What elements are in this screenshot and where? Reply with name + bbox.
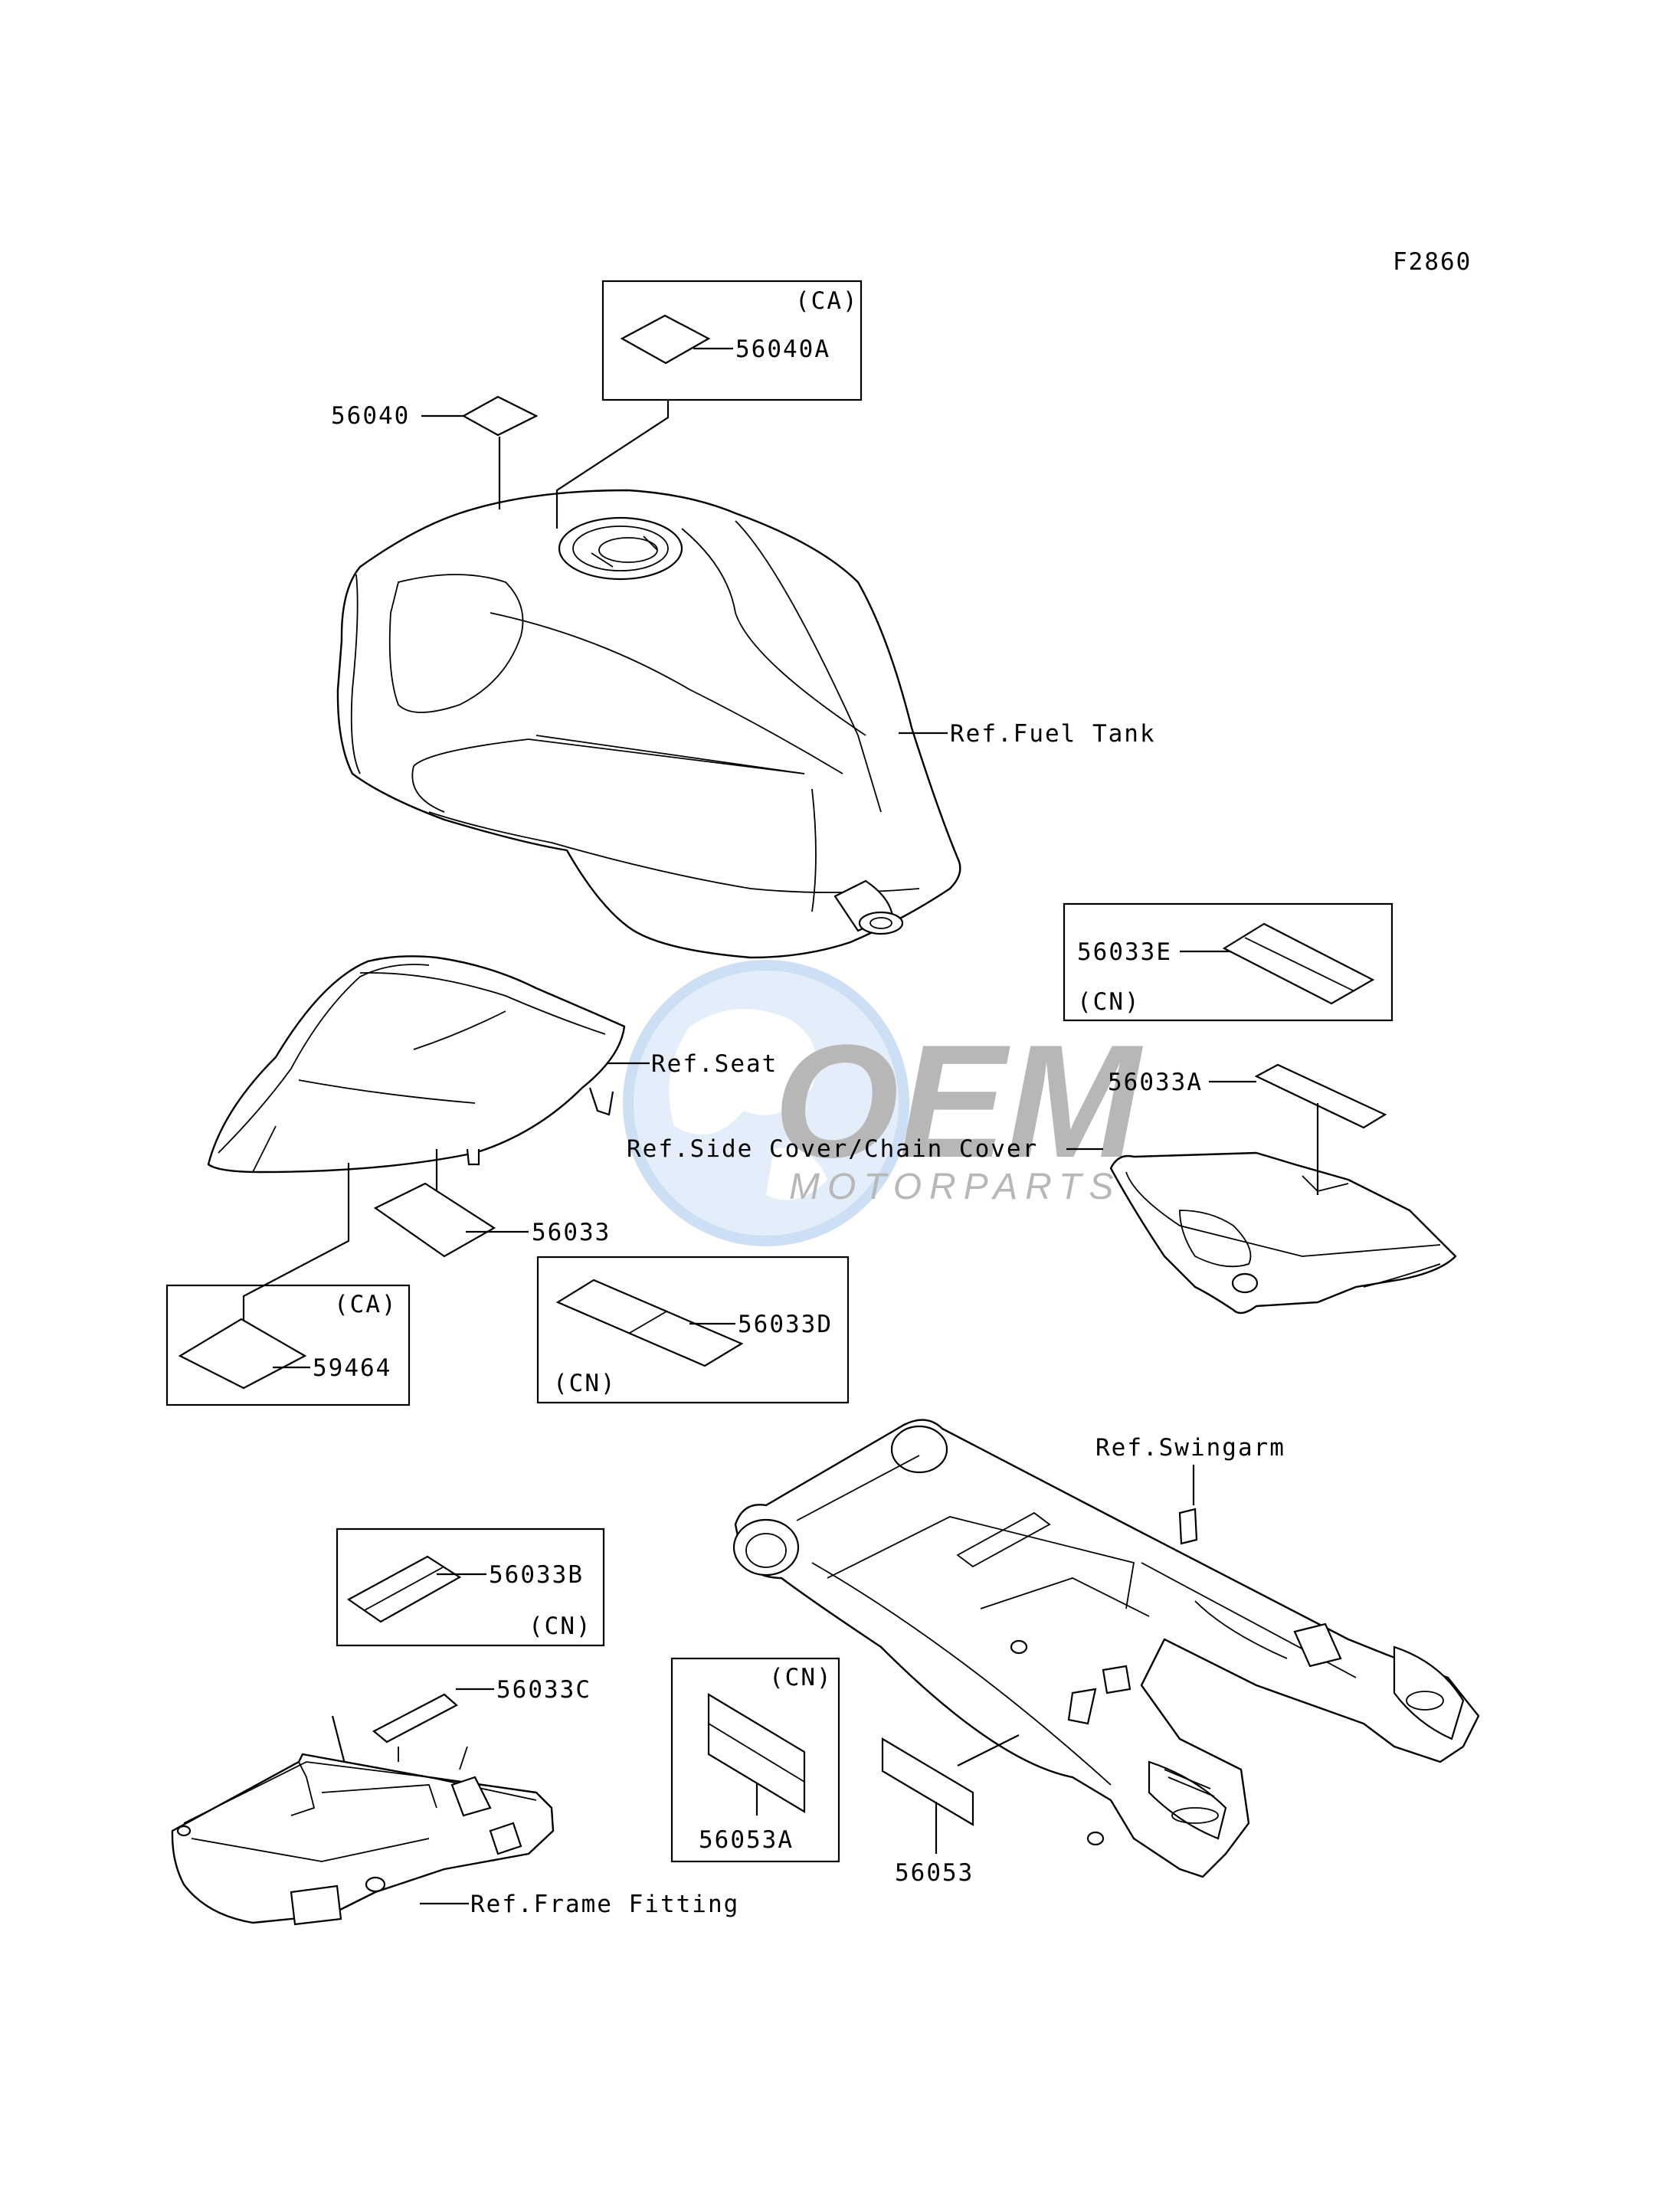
watermark-sub: MOTORPARTS — [789, 1167, 1121, 1207]
ca-box-top — [601, 280, 863, 401]
watermark-globe — [623, 960, 909, 1246]
part-label-56033D: 56033D — [738, 1311, 833, 1338]
seat-drawing — [207, 955, 626, 1174]
ca-tag-bottom: (CA) — [334, 1291, 398, 1318]
part-label-59464: 59464 — [313, 1354, 391, 1382]
decal-56053 — [881, 1737, 974, 1826]
callout-56040: 56040 — [331, 395, 539, 509]
callout-swingarm: Ref.Swingarm — [1095, 1434, 1285, 1505]
callout-56033D-box: 56033D (CN) — [536, 1256, 850, 1404]
decal-56033C — [372, 1693, 458, 1744]
fuel-tank-drawing — [336, 489, 961, 959]
callout-fuel-tank: Ref.Fuel Tank — [899, 720, 1156, 748]
callout-56033E-box: 56033E (CN) — [1063, 902, 1393, 1022]
decal-56040 — [461, 395, 539, 437]
ca-tag-top: (CA) — [795, 287, 859, 315]
part-label-56040A: 56040A — [735, 336, 830, 363]
ref-frame-fitting-label: Ref.Frame Fitting — [470, 1891, 739, 1918]
frame-fitting-drawing — [171, 1746, 555, 1926]
callout-59464-box: (CA) 59464 — [165, 1163, 411, 1406]
swingarm-drawing — [732, 1419, 1480, 1878]
part-label-56033E: 56033E — [1077, 938, 1172, 966]
figure-code: F2860 — [1393, 248, 1472, 276]
part-label-56053A: 56053A — [699, 1826, 794, 1854]
part-label-56033: 56033 — [532, 1219, 611, 1246]
decal-56040A — [620, 314, 711, 365]
callout-56040A-box: (CA) 56040A — [555, 280, 863, 529]
decal-56033A — [1254, 1063, 1387, 1129]
watermark-brand: OEM — [774, 1011, 1143, 1191]
cn-box-56033B — [336, 1527, 605, 1647]
callout-seat: Ref.Seat — [607, 1050, 778, 1078]
ca-box-bottom — [165, 1284, 411, 1406]
cn-tag-56033E: (CN) — [1077, 988, 1141, 1016]
chain-cover-drawing — [1109, 1151, 1457, 1315]
ref-swingarm-label: Ref.Swingarm — [1095, 1434, 1285, 1462]
decal-56033D — [555, 1279, 744, 1367]
callout-56033C: 56033C — [331, 1676, 591, 1824]
part-label-56053: 56053 — [895, 1859, 974, 1887]
ref-fuel-tank-label: Ref.Fuel Tank — [950, 720, 1156, 748]
callout-56053: 56053 — [881, 1734, 1020, 1887]
part-label-56033A: 56033A — [1108, 1069, 1203, 1096]
decal-56033 — [373, 1182, 496, 1258]
cn-box-56033D — [536, 1256, 850, 1404]
callout-56033A: 56033A — [1108, 1063, 1387, 1195]
callout-56053A-box: (CN) 56053A — [670, 1657, 840, 1863]
part-label-56040: 56040 — [331, 402, 410, 430]
ref-seat-label: Ref.Seat — [651, 1050, 778, 1078]
oem-watermark: OEM MOTORPARTS — [623, 960, 1143, 1246]
part-label-56033B: 56033B — [489, 1561, 584, 1589]
part-label-56033C: 56033C — [496, 1676, 591, 1704]
cn-tag-56033B: (CN) — [529, 1613, 592, 1640]
callout-56033: 56033 — [373, 1149, 611, 1258]
ref-side-cover-label: Ref.Side Cover/Chain Cover — [627, 1135, 1038, 1163]
callout-side-cover: Ref.Side Cover/Chain Cover — [627, 1135, 1103, 1163]
callout-frame-fitting: Ref.Frame Fitting — [420, 1891, 739, 1918]
cn-tag-56053A: (CN) — [769, 1664, 833, 1691]
callout-56033B-box: 56033B (CN) — [336, 1527, 605, 1647]
decal-59464 — [178, 1318, 307, 1390]
cn-box-56053A — [670, 1657, 840, 1863]
cn-tag-56033D: (CN) — [553, 1370, 617, 1397]
cn-box-56033E — [1063, 902, 1393, 1022]
